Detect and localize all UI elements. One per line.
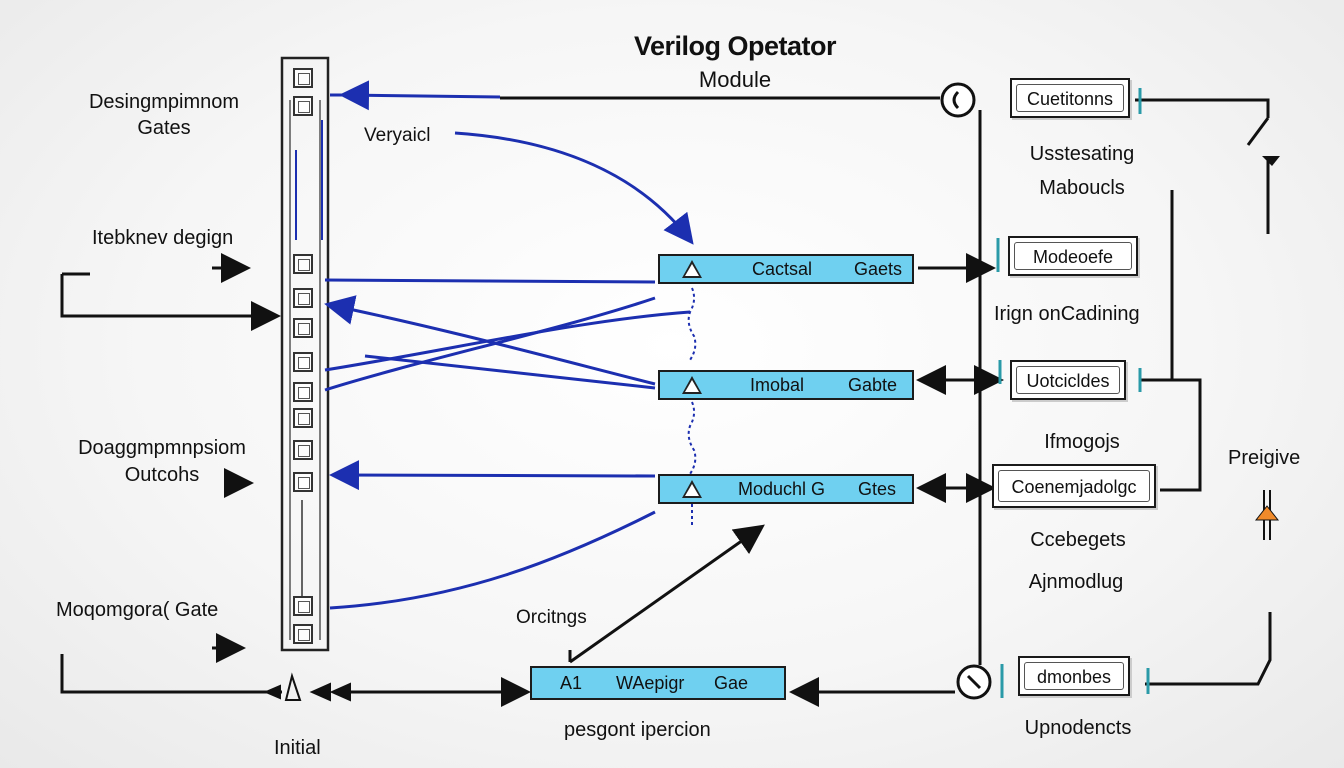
label-using-line1: Usstesating	[1029, 143, 1135, 165]
label-module-log: Ajnmodlug	[1028, 571, 1124, 593]
black-wires	[60, 96, 1272, 707]
bus-cell	[293, 440, 313, 460]
bus-cell	[293, 624, 313, 644]
label-design-counting: Irign onCadining	[994, 303, 1140, 325]
diagram-title: Verilog Opetator	[633, 31, 837, 61]
bus-cell	[293, 596, 313, 616]
module-box-3-label: Uotcicldes	[1016, 366, 1120, 394]
bus-cell	[293, 68, 313, 88]
module-box-1-label: Cuetitonns	[1016, 84, 1124, 112]
label-initial: Initial	[274, 737, 321, 759]
label-bottom-caption: pesgont ipercion	[564, 719, 711, 741]
bus-cell	[293, 96, 313, 116]
module-box-1[interactable]: Cuetitonns	[1010, 78, 1130, 118]
label-outputs-line2: Outcohs	[124, 464, 200, 486]
gate-1-left-label: Cactsal	[752, 259, 813, 279]
gate-2-left-label: Imobal	[750, 375, 805, 395]
module-box-5-label: dmonbes	[1024, 662, 1124, 690]
bus-cell	[293, 408, 313, 428]
gate-3[interactable]: Moduchl G Gtes	[658, 474, 914, 504]
gate-4-label-a: A1	[560, 673, 583, 693]
bus-cell	[293, 254, 313, 274]
bus-cell	[293, 288, 313, 308]
bus-rail	[280, 56, 330, 652]
gate-1[interactable]: Cactsal Gaets	[658, 254, 914, 284]
gate-1-right-label: Gaets	[854, 259, 903, 279]
label-primitive: Preigive	[1228, 447, 1301, 469]
gate-3-right-label: Gtes	[858, 479, 897, 499]
module-box-4[interactable]: Coenemjadolgc	[992, 464, 1156, 508]
label-designing-gates-line1: Desingmpimnom	[88, 91, 240, 113]
gate-triangle-icon	[682, 376, 702, 394]
blue-wires	[324, 80, 694, 610]
gate-4[interactable]: A1 WAepigr Gae	[530, 666, 786, 700]
label-module-gate: Moqomgora( Gate	[56, 599, 219, 621]
module-box-3[interactable]: Uotcicldes	[1010, 360, 1126, 400]
gate-triangle-icon	[682, 260, 702, 278]
gate-4-label-b: WAepigr	[616, 673, 685, 693]
module-box-2[interactable]: Modeoefe	[1008, 236, 1138, 276]
label-dependents: Upnodencts	[1024, 717, 1132, 739]
gate-4-right-label: Gae	[714, 673, 749, 693]
module-box-4-label: Coenemjadolgc	[998, 470, 1150, 502]
label-modules-small: Ifmogojs	[1044, 431, 1120, 453]
gate-2[interactable]: Imobal Gabte	[658, 370, 914, 400]
label-using-line2: Maboucls	[1039, 177, 1125, 199]
bus-cell	[293, 382, 313, 402]
label-variable: Veryaicl	[364, 125, 431, 146]
bus-cell	[293, 318, 313, 338]
loop-symbols	[940, 82, 992, 700]
connector-pins	[996, 88, 1150, 698]
gate-2-right-label: Gabte	[848, 375, 898, 395]
gate-triangle-icon	[682, 480, 702, 498]
label-interface-design: Itebknev degign	[92, 227, 234, 249]
module-box-2-label: Modeoefe	[1014, 242, 1132, 270]
diagram-subtitle: Module	[698, 67, 772, 92]
label-designing-gates-line2: Gates	[137, 117, 191, 139]
label-ordering: Orcitngs	[516, 607, 587, 628]
label-outputs-line1: Doaggmpmnpsiom	[78, 437, 246, 459]
initial-markers	[263, 672, 351, 702]
module-box-5[interactable]: dmonbes	[1018, 656, 1130, 696]
primitive-symbol	[1254, 490, 1280, 540]
label-concepts: Ccebegets	[1030, 529, 1126, 551]
bus-cell	[293, 472, 313, 492]
bus-cell	[293, 352, 313, 372]
gate-3-left-label: Moduchl G	[738, 479, 826, 499]
